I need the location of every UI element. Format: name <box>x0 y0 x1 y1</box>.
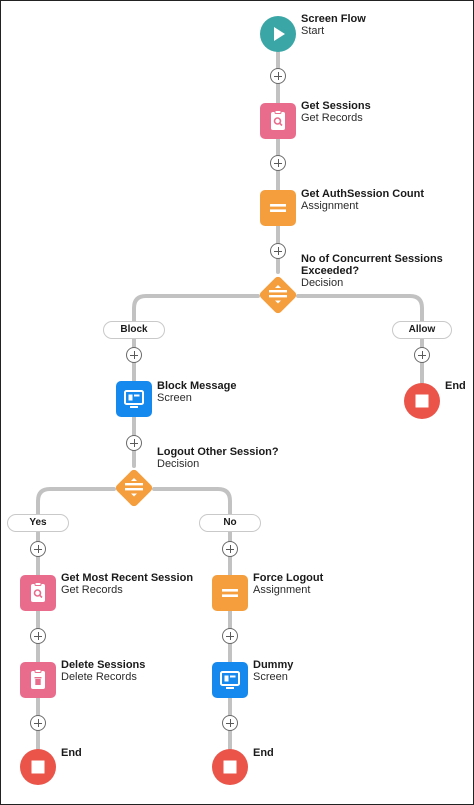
connector-block-branch <box>132 294 260 382</box>
decision-icon <box>259 276 297 314</box>
get-most-recent-subtitle: Get Records <box>61 584 123 596</box>
decision-icon <box>115 469 153 507</box>
end-allow-node[interactable] <box>404 383 440 419</box>
add-element-button[interactable] <box>270 68 286 84</box>
start-node[interactable] <box>260 16 296 52</box>
end-yes-node[interactable] <box>20 749 56 785</box>
dummy-subtitle: Screen <box>253 671 288 683</box>
block-message-subtitle: Screen <box>157 392 192 404</box>
branch-label-no[interactable]: No <box>199 514 261 532</box>
decision-concurrent-title-1: No of Concurrent Sessions <box>301 253 443 265</box>
block-message-label: Block Message Screen <box>157 380 236 404</box>
force-logout-title: Force Logout <box>253 572 324 584</box>
get-authsession-count-label: Get AuthSession Count Assignment <box>301 188 424 212</box>
get-authsession-count-subtitle: Assignment <box>301 200 359 212</box>
branch-label-block[interactable]: Block <box>103 321 165 339</box>
equals-icon <box>270 204 286 212</box>
decision-logout-title: Logout Other Session? <box>157 446 279 458</box>
add-element-button[interactable] <box>270 155 286 171</box>
stop-icon <box>223 760 237 774</box>
connector-allow-branch <box>296 294 424 386</box>
start-title: Screen Flow <box>301 13 366 25</box>
add-element-button[interactable] <box>222 541 238 557</box>
get-sessions-node[interactable] <box>260 103 296 139</box>
add-element-button[interactable] <box>126 435 142 451</box>
stop-icon <box>415 394 429 408</box>
end-allow-label: End <box>445 380 466 392</box>
decision-concurrent-node[interactable] <box>255 272 301 318</box>
decision-logout-subtitle: Decision <box>157 458 200 470</box>
end-allow-title: End <box>445 380 466 392</box>
add-element-button[interactable] <box>30 541 46 557</box>
get-most-recent-node[interactable] <box>20 575 56 611</box>
branch-label-yes[interactable]: Yes <box>7 514 69 532</box>
add-element-button[interactable] <box>126 347 142 363</box>
block-message-title: Block Message <box>157 380 237 392</box>
dummy-label: Dummy Screen <box>253 659 293 683</box>
decision-concurrent-subtitle: Decision <box>301 277 344 289</box>
connector-no-branch <box>152 487 232 752</box>
get-authsession-count-node[interactable] <box>260 190 296 226</box>
start-subtitle: Start <box>301 25 325 37</box>
start-label: Screen Flow Start <box>301 13 366 37</box>
decision-concurrent-title-2: Exceeded? <box>301 265 360 277</box>
add-element-button[interactable] <box>222 715 238 731</box>
end-yes-title: End <box>61 747 82 759</box>
force-logout-label: Force Logout Assignment <box>253 572 323 596</box>
get-sessions-title: Get Sessions <box>301 100 371 112</box>
search-record-icon <box>271 110 285 130</box>
search-record-icon <box>31 582 45 602</box>
end-no-label: End <box>253 747 274 759</box>
connector-yes-branch <box>36 487 116 752</box>
equals-icon <box>222 589 238 597</box>
decision-logout-label: Logout Other Session? Decision <box>157 446 279 470</box>
delete-sessions-subtitle: Delete Records <box>61 671 137 683</box>
add-element-button[interactable] <box>414 347 430 363</box>
screen-icon <box>124 390 144 408</box>
end-no-title: End <box>253 747 274 759</box>
force-logout-subtitle: Assignment <box>253 584 311 596</box>
play-icon <box>274 27 285 41</box>
screen-icon <box>220 671 240 689</box>
get-sessions-label: Get Sessions Get Records <box>301 100 371 124</box>
end-no-node[interactable] <box>212 749 248 785</box>
get-authsession-count-title: Get AuthSession Count <box>301 188 425 200</box>
add-element-button[interactable] <box>30 628 46 644</box>
trash-record-icon <box>31 669 45 689</box>
add-element-button[interactable] <box>270 243 286 259</box>
dummy-title: Dummy <box>253 659 294 671</box>
delete-sessions-title: Delete Sessions <box>61 659 146 671</box>
block-message-node[interactable] <box>116 381 152 417</box>
dummy-node[interactable] <box>212 662 248 698</box>
stop-icon <box>31 760 45 774</box>
force-logout-node[interactable] <box>212 575 248 611</box>
get-sessions-subtitle: Get Records <box>301 112 363 124</box>
end-yes-label: End <box>61 747 82 759</box>
get-most-recent-label: Get Most Recent Session Get Records <box>61 572 193 596</box>
decision-concurrent-label: No of Concurrent Sessions Exceeded? Deci… <box>301 253 443 289</box>
delete-sessions-label: Delete Sessions Delete Records <box>61 659 145 683</box>
decision-logout-node[interactable] <box>111 465 157 511</box>
delete-sessions-node[interactable] <box>20 662 56 698</box>
add-element-button[interactable] <box>30 715 46 731</box>
branch-label-allow[interactable]: Allow <box>392 321 452 339</box>
add-element-button[interactable] <box>222 628 238 644</box>
get-most-recent-title: Get Most Recent Session <box>61 572 194 584</box>
